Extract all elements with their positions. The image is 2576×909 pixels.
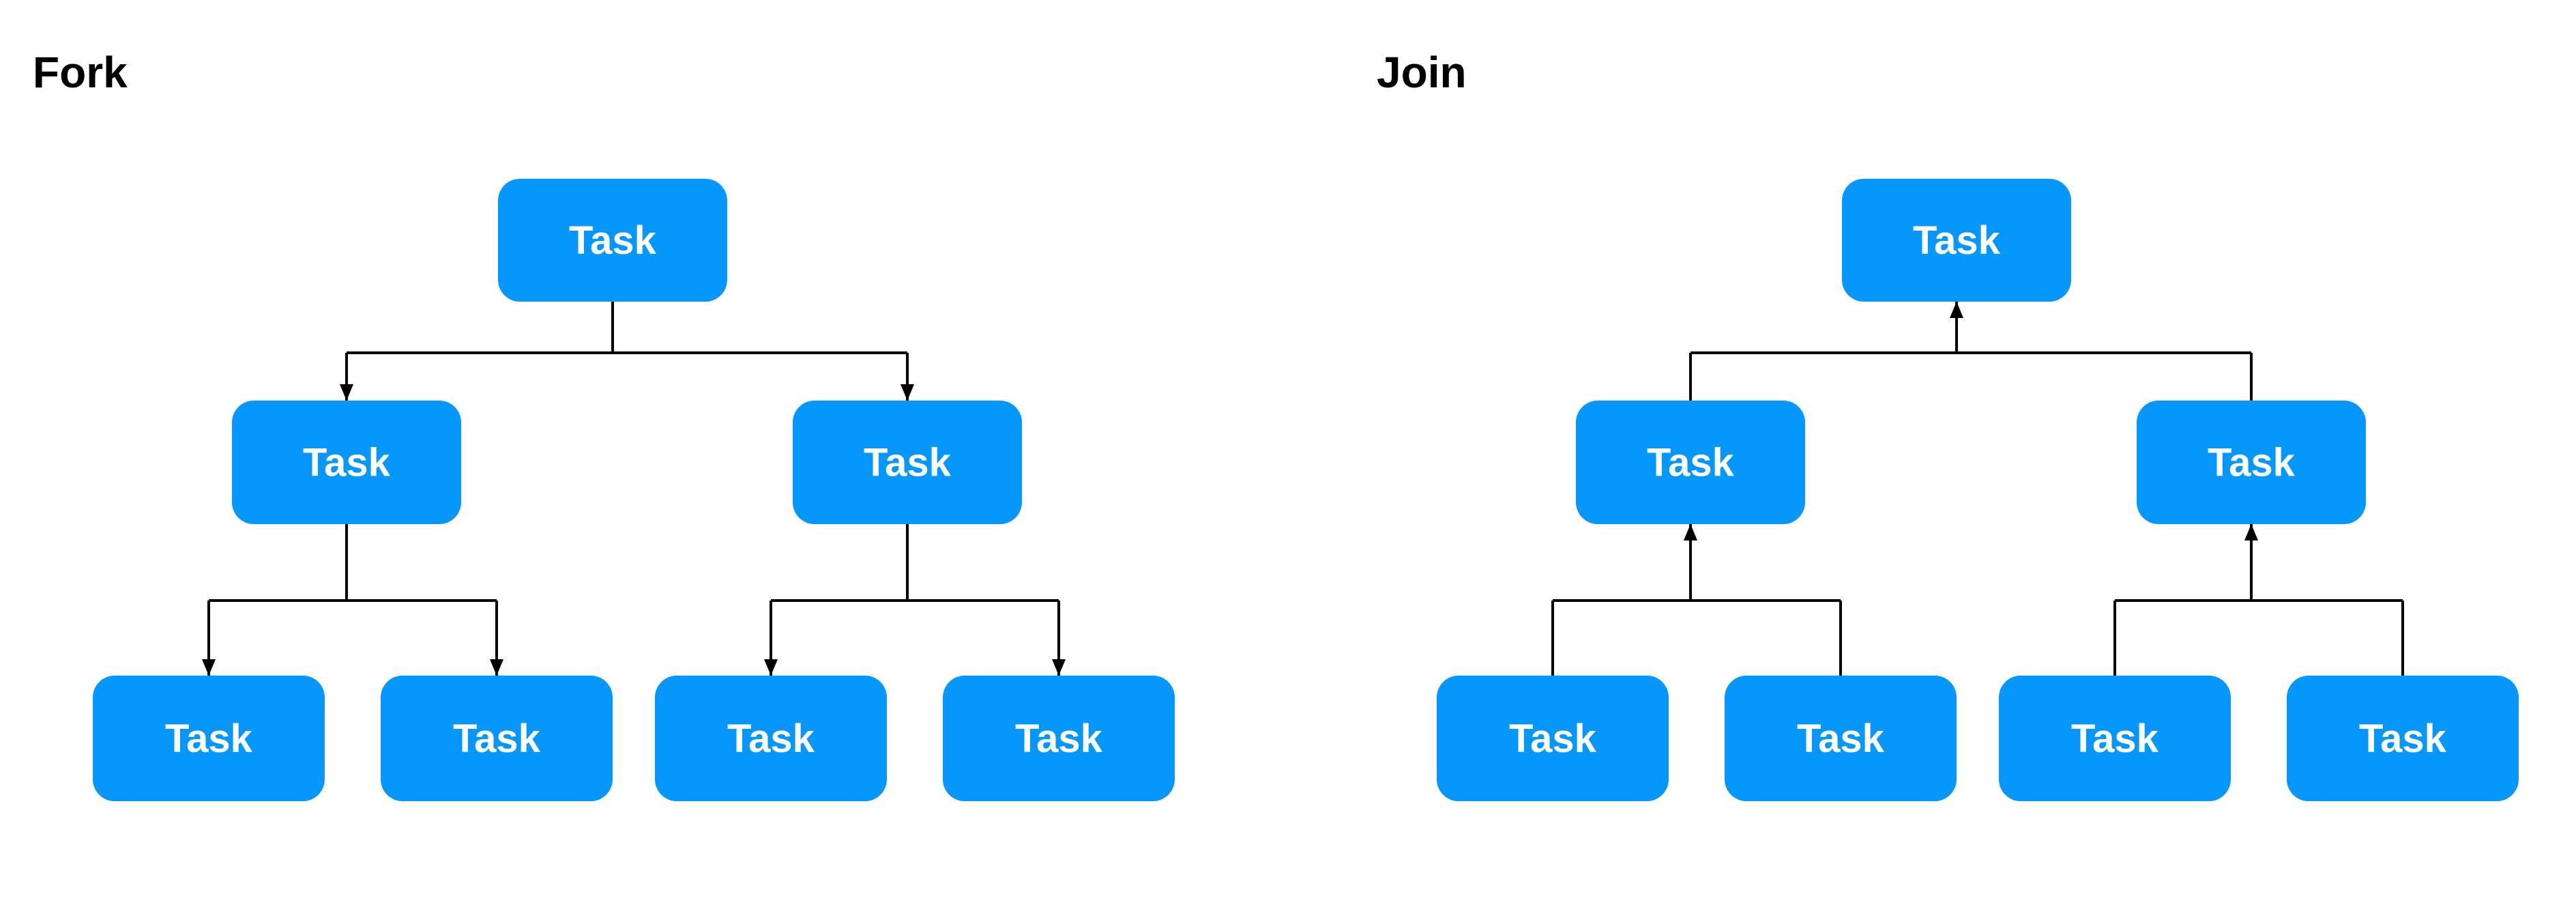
- join-diagram-title: Join: [1377, 48, 1467, 97]
- task-node-label: Task: [1015, 717, 1103, 761]
- task-node: [1725, 676, 1957, 801]
- task-node: [943, 676, 1175, 801]
- fork-diagram-title: Fork: [33, 48, 128, 97]
- task-node: [793, 401, 1022, 524]
- task-node-label: Task: [569, 218, 657, 263]
- task-node-label: Task: [453, 717, 541, 761]
- task-node: [1437, 676, 1669, 801]
- task-node-label: Task: [2071, 717, 2159, 761]
- task-node: [1999, 676, 2231, 801]
- task-node-label: Task: [1913, 218, 2001, 263]
- task-node: [1576, 401, 1805, 524]
- task-node-label: Task: [727, 717, 815, 761]
- task-node-label: Task: [303, 441, 391, 485]
- task-node-label: Task: [2208, 441, 2296, 485]
- task-node: [655, 676, 887, 801]
- task-node: [381, 676, 613, 801]
- task-node: [2287, 676, 2519, 801]
- task-node-label: Task: [1647, 441, 1735, 485]
- task-node-label: Task: [2359, 717, 2447, 761]
- task-node: [232, 401, 461, 524]
- task-node-label: Task: [1509, 717, 1597, 761]
- task-node-label: Task: [1797, 717, 1885, 761]
- task-node-label: Task: [165, 717, 253, 761]
- task-node: [1842, 179, 2071, 302]
- task-node: [498, 179, 727, 302]
- task-node: [93, 676, 325, 801]
- fork-connectors: [202, 302, 1066, 676]
- task-node: [2137, 401, 2366, 524]
- join-connectors: [1551, 302, 2404, 676]
- task-node-label: Task: [864, 441, 952, 485]
